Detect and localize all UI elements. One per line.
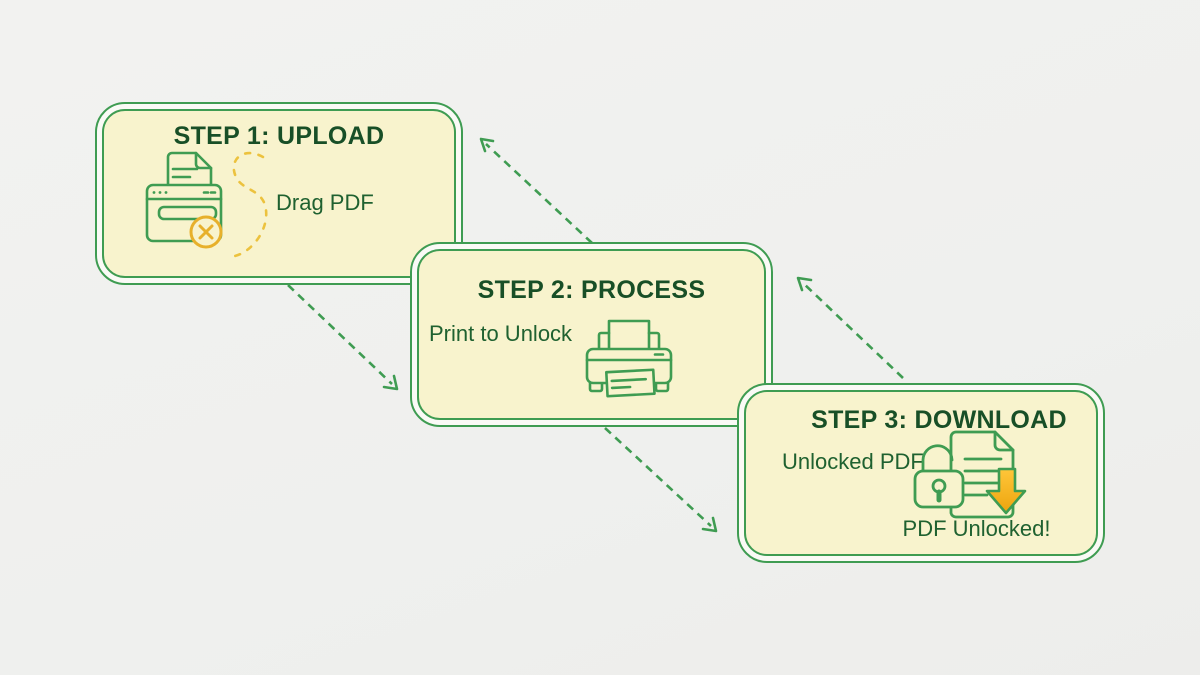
upload-box-document-icon — [145, 151, 268, 258]
step-3-box: STEP 3: DOWNLOAD Unlocked PDF — [737, 383, 1105, 563]
unlocked-pdf-download-icon — [913, 430, 1027, 519]
dashed-drag-path-icon — [232, 151, 268, 258]
connector-arrow-step2-to-step3 — [604, 427, 718, 533]
step-1-caption: Drag PDF — [276, 190, 374, 215]
printer-icon — [585, 319, 673, 398]
open-padlock-icon — [913, 444, 965, 509]
step-3-caption: Unlocked PDF — [782, 449, 924, 474]
step-2-caption: Print to Unlock — [429, 321, 573, 346]
download-arrow-icon — [985, 467, 1027, 515]
step-3-result: PDF Unlocked! — [902, 516, 1051, 541]
step-1-box: STEP 1: UPLOAD Drag PDF — [95, 102, 463, 285]
step-2-title: STEP 2: PROCESS — [477, 276, 706, 304]
step-1-title: STEP 1: UPLOAD — [173, 122, 385, 150]
connector-arrow-step1-to-step2 — [287, 284, 399, 391]
document-icon — [949, 430, 1015, 519]
step-3-title: STEP 3: DOWNLOAD — [811, 406, 1067, 434]
connector-arrow-step2-to-step1 — [479, 137, 593, 244]
step-2-box: STEP 2: PROCESS Print to Unlock — [410, 242, 773, 427]
error-cross-circle-icon — [189, 215, 223, 249]
connector-arrow-step3-to-step2 — [796, 276, 904, 379]
